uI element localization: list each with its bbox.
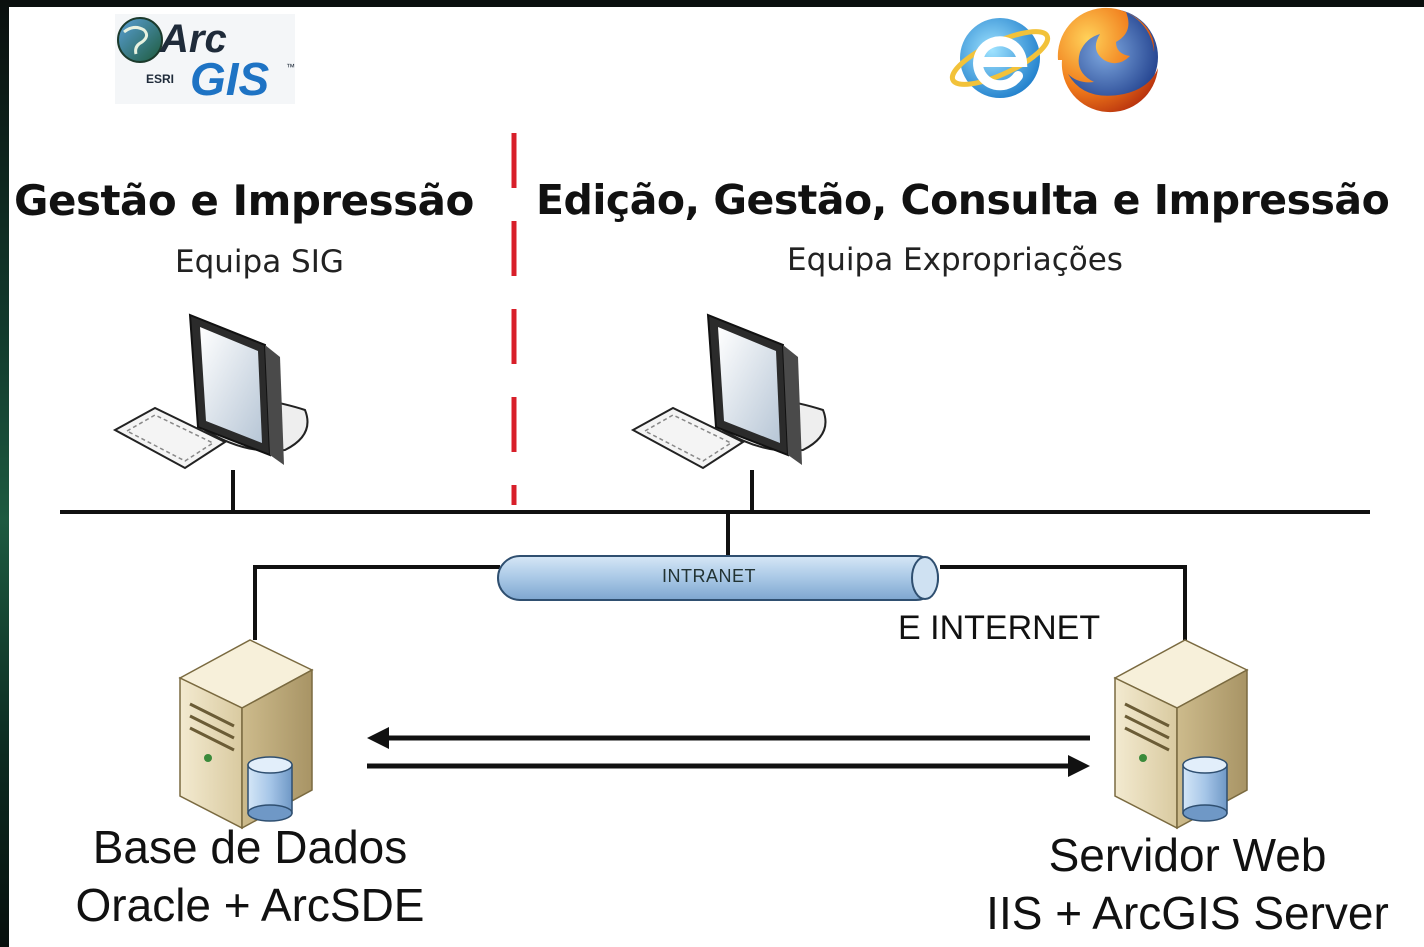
arrow-right-icon xyxy=(1068,755,1090,777)
right-zone-title: Edição, Gestão, Consulta e Impressão xyxy=(536,176,1390,224)
internet-label: E INTERNET xyxy=(898,609,1101,647)
right-zone-team: Equipa Expropriações xyxy=(787,242,1123,278)
frame-left xyxy=(0,0,9,947)
arcgis-logo-tm: ™ xyxy=(286,62,295,72)
left-zone-title: Gestão e Impressão xyxy=(14,176,474,225)
web-server-caption: Servidor Web IIS + ArcGIS Server xyxy=(960,826,1415,942)
workstation-icon xyxy=(112,313,309,470)
database-server-line2: Oracle + ArcSDE xyxy=(75,879,425,931)
database-server-caption: Base de Dados Oracle + ArcSDE xyxy=(40,818,460,934)
network-lines xyxy=(60,470,1370,640)
database-server-line1: Base de Dados xyxy=(92,821,408,873)
arcgis-logo-gis: GIS xyxy=(190,53,270,105)
frame-top xyxy=(0,0,1424,7)
data-flow-arrows xyxy=(367,727,1090,777)
web-server-line1: Servidor Web xyxy=(1048,829,1327,881)
web-server-line2: IIS + ArcGIS Server xyxy=(986,887,1389,939)
arcgis-logo-arc: Arc xyxy=(160,17,227,61)
intranet-pipe xyxy=(497,555,939,601)
server-icon xyxy=(178,639,314,830)
left-zone-team: Equipa SIG xyxy=(175,244,344,280)
arcgis-logo xyxy=(115,14,295,104)
database-icon xyxy=(1182,756,1228,822)
intranet-label: INTRANET xyxy=(662,566,756,586)
workstation-icon xyxy=(630,313,827,470)
globe-icon xyxy=(117,17,163,63)
database-icon xyxy=(247,756,293,822)
internet-explorer-icon xyxy=(949,18,1051,98)
server-icon xyxy=(1113,639,1249,830)
arrow-left-icon xyxy=(367,727,389,749)
arcgis-logo-esri: ESRI xyxy=(146,72,175,86)
firefox-icon xyxy=(1057,7,1158,113)
